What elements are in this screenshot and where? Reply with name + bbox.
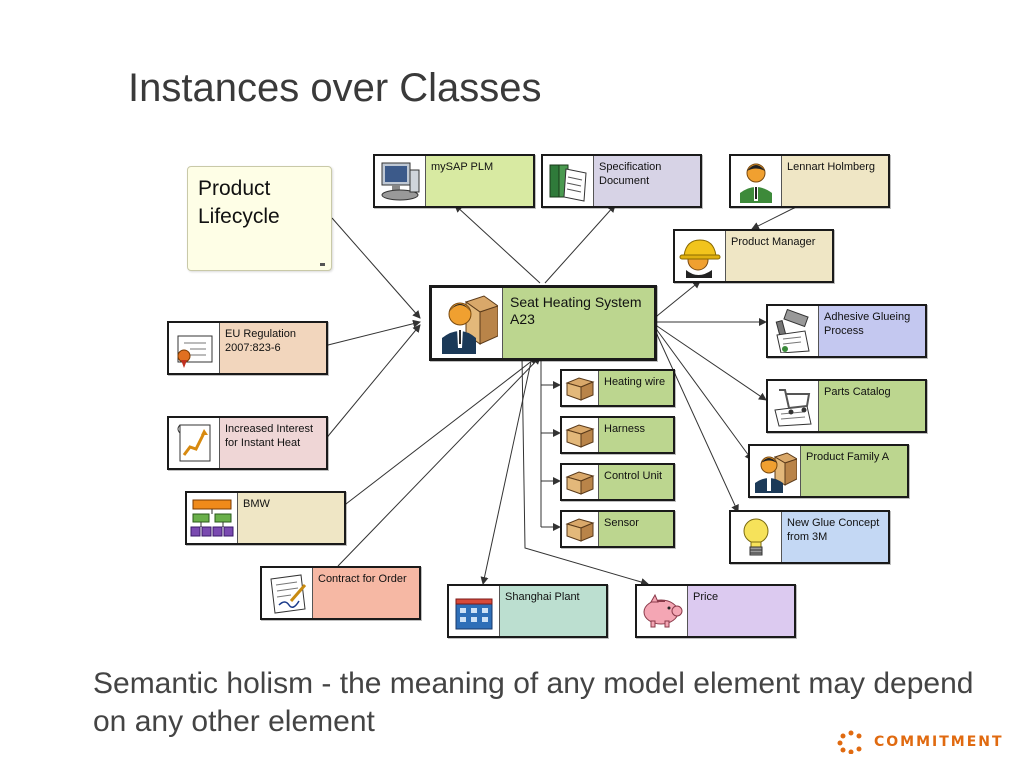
books-document-icon [543,156,594,206]
node-parts-catalog[interactable]: Parts Catalog [766,379,927,433]
node-price[interactable]: Price [635,584,796,638]
logo-wordmark: COMMITMENT [874,734,1004,750]
edge-from-contract [337,356,541,567]
contract-icon [262,568,313,618]
lightbulb-icon [731,512,782,562]
node-lennart-holmberg[interactable]: Lennart Holmberg [729,154,890,208]
computer-icon [375,156,426,206]
edge-from-interest [323,324,421,442]
box-icon [562,418,599,452]
box-icon [562,371,599,405]
node-label: Adhesive Glueing Process [819,306,925,356]
node-label: Control Unit [599,465,673,499]
node-label: BMW [238,493,344,543]
node-label: Price [688,586,794,636]
cart-icon [768,381,819,431]
node-label: New Glue Concept from 3M [782,512,888,562]
edge-to-mysap [454,204,541,284]
person-with-box-icon [750,446,801,496]
edge-from-bmw [341,356,538,508]
hardhat-icon [675,231,726,281]
box-icon [562,465,599,499]
node-label: Product Manager [726,231,832,281]
node-seat-heating-system[interactable]: Seat Heating System A23 [429,285,657,361]
person-icon [731,156,782,206]
node-label: Specification Document [594,156,700,206]
node-mysap-plm[interactable]: mySAP PLM [373,154,535,208]
node-product-manager[interactable]: Product Manager [673,229,834,283]
piggy-bank-icon [637,586,688,636]
node-label: Product Family A [801,446,907,496]
org-chart-icon [187,493,238,543]
slide-title: Instances over Classes [128,66,542,110]
certificate-icon [169,323,220,373]
node-label: Sensor [599,512,673,546]
edge-lennart-to-pm [751,204,801,230]
note-corner-mark [320,263,325,266]
node-product-family-a[interactable]: Product Family A [748,444,909,498]
node-control-unit[interactable]: Control Unit [560,463,675,501]
node-label: Increased Interest for Instant Heat [220,418,326,468]
node-new-glue-concept[interactable]: New Glue Concept from 3M [729,510,890,564]
node-label: Harness [599,418,673,452]
note-text: Product Lifecycle [198,177,280,228]
node-label: Shanghai Plant [500,586,606,636]
node-bmw[interactable]: BMW [185,491,346,545]
node-sensor[interactable]: Sensor [560,510,675,548]
product-lifecycle-note: Product Lifecycle [187,166,332,271]
node-increased-interest[interactable]: Increased Interest for Instant Heat [167,416,328,470]
edge-from-lifecycle [331,217,421,319]
edge-from-eu [323,319,421,347]
node-label: Lennart Holmberg [782,156,888,206]
node-label: Contract for Order [313,568,419,618]
logo-mark-icon [837,730,862,754]
node-eu-regulation[interactable]: EU Regulation 2007:823-6 [167,321,328,375]
node-shanghai-plant[interactable]: Shanghai Plant [447,584,608,638]
node-label: Parts Catalog [819,381,925,431]
node-label: Seat Heating System A23 [503,288,654,358]
trend-chart-icon [169,418,220,468]
node-harness[interactable]: Harness [560,416,675,454]
slide-caption: Semantic holism - the meaning of any mod… [93,667,974,738]
node-adhesive-glueing-process[interactable]: Adhesive Glueing Process [766,304,927,358]
box-icon [562,512,599,546]
commitment-logo: COMMITMENT [836,730,1004,754]
node-label: mySAP PLM [426,156,533,206]
node-contract-for-order[interactable]: Contract for Order [260,566,421,620]
node-label: Heating wire [599,371,673,405]
node-label: EU Regulation 2007:823-6 [220,323,326,373]
person-with-box-icon [432,288,503,358]
node-specification-document[interactable]: Specification Document [541,154,702,208]
edge-to-pm [651,280,701,321]
process-tools-icon [768,306,819,356]
edge-to-spec [544,204,616,284]
edge-to-shanghai [480,356,533,585]
factory-icon [449,586,500,636]
node-heating-wire[interactable]: Heating wire [560,369,675,407]
